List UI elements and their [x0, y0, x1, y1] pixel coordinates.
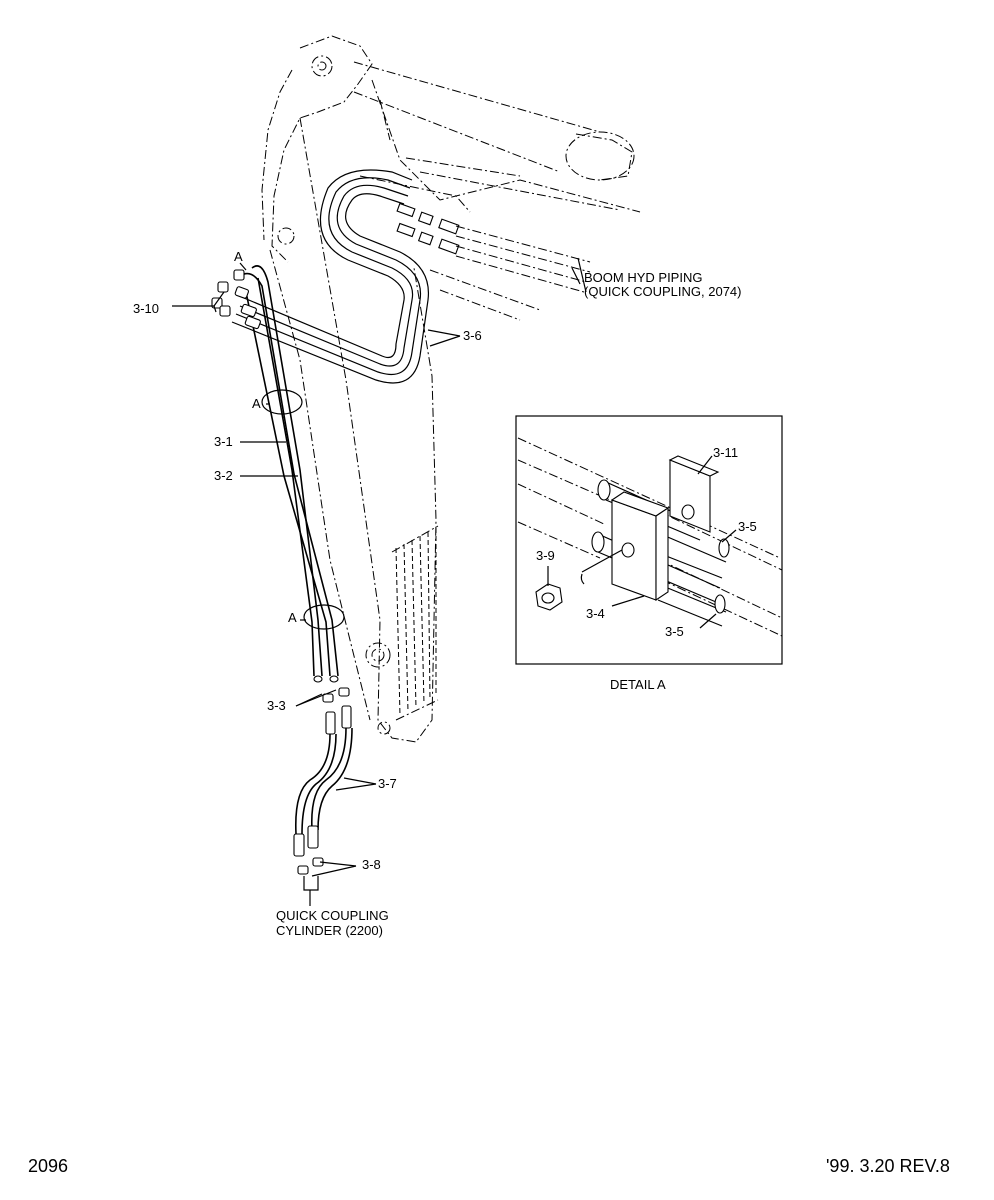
detail-marker-a-top: A	[234, 249, 243, 264]
callout-3-5-upper: 3-5	[738, 519, 757, 534]
callout-3-8: 3-8	[362, 857, 381, 872]
detail-marker-a-lower: A	[288, 610, 297, 625]
callout-3-6: 3-6	[463, 328, 482, 343]
callout-3-1: 3-1	[214, 434, 233, 449]
callout-labels: 3-10 3-6 3-1 3-2 3-3 3-7 3-8 3-11 3-5 3-…	[133, 249, 757, 872]
callout-3-3: 3-3	[267, 698, 286, 713]
boom-reinforcement-plate	[391, 525, 439, 721]
footer: 2096 '99. 3.20 REV.8	[28, 1156, 950, 1176]
detail-a-box	[515, 415, 783, 665]
callout-3-11: 3-11	[713, 445, 738, 460]
boom-hyd-piping-ref: (QUICK COUPLING, 2074)	[584, 284, 742, 299]
quick-coupling-note: QUICK COUPLING	[276, 908, 389, 923]
notes: BOOM HYD PIPING (QUICK COUPLING, 2074) Q…	[276, 270, 742, 938]
callout-3-7: 3-7	[378, 776, 397, 791]
callout-3-9: 3-9	[536, 548, 555, 563]
detail-marker-a-middle: A	[252, 396, 261, 411]
revision-stamp: '99. 3.20 REV.8	[826, 1156, 950, 1176]
detail-a-title: DETAIL A	[610, 677, 666, 692]
leader-lines	[172, 267, 581, 906]
callout-3-2: 3-2	[214, 468, 233, 483]
upper-fittings	[396, 202, 591, 293]
boom-loop-pipes	[231, 169, 430, 384]
boom-hyd-piping-note: BOOM HYD PIPING	[584, 270, 702, 285]
quick-coupling-cylinder-ref: CYLINDER (2200)	[276, 923, 383, 938]
detail-a-markers	[239, 262, 345, 630]
boom-outline	[261, 35, 641, 743]
page-number: 2096	[28, 1156, 68, 1176]
callout-3-10: 3-10	[133, 301, 159, 316]
lower-hoses-3-7	[293, 687, 353, 875]
callout-3-5-lower: 3-5	[665, 624, 684, 639]
callout-3-4: 3-4	[586, 606, 605, 621]
